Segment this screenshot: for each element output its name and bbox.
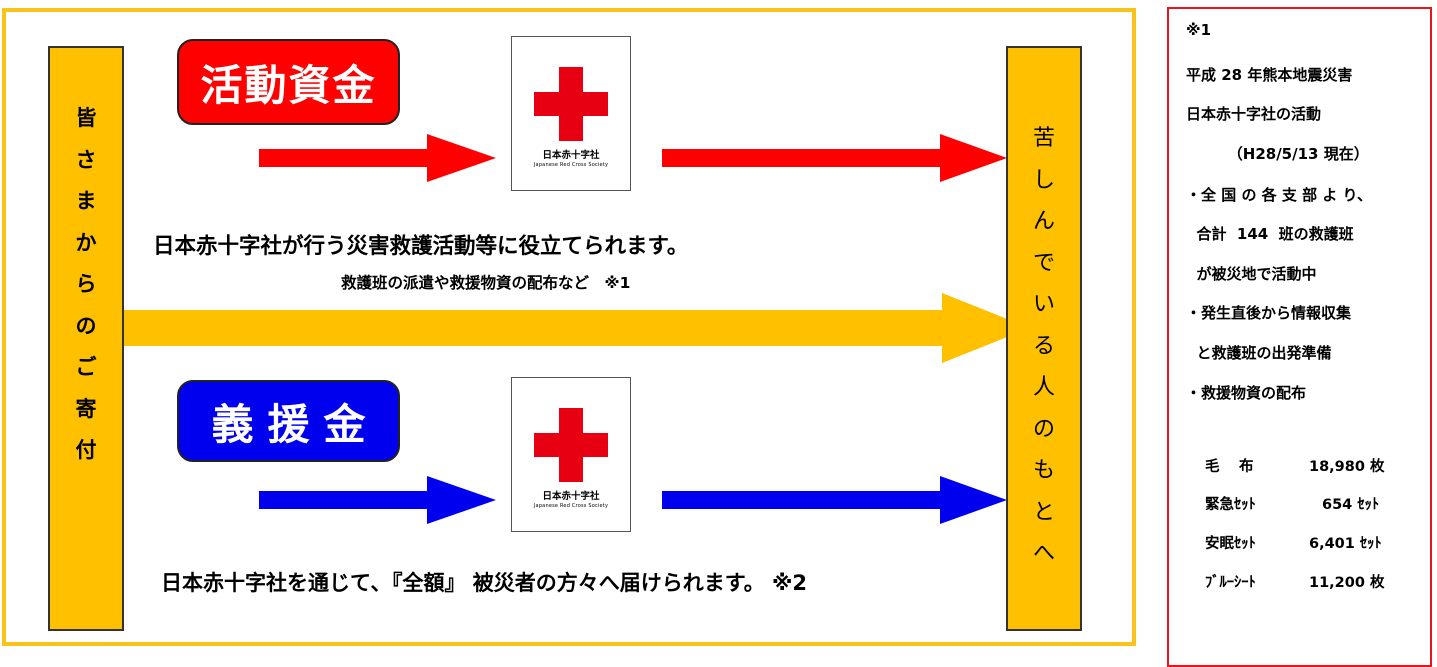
supply-item: 緊急ｾｯﾄ [1205, 497, 1256, 513]
activity-fund-label: 活動資金 [177, 39, 400, 125]
note-line: ・発生直後から情報収集 [1186, 304, 1352, 322]
victims-char: し [1032, 167, 1055, 193]
victims-char: 苦 [1032, 126, 1055, 151]
donors-char: ら [75, 272, 97, 296]
relief-fund-caption: 日本赤十字社を通じて､『全額』 被災者の方々へ届けられます。 ※2 [161, 571, 808, 595]
activity-fund-arrow-left [259, 134, 496, 182]
activity-note-box: ※1 平成 28 年熊本地震災害日本赤十字社の活動 （H28/5/13 現在） ・全… [1167, 7, 1432, 667]
red-cross-logo-bottom: 日本赤十字社 Japanese Red Cross Society [511, 377, 631, 532]
note-line: 合計 144 班の救護班 [1186, 225, 1354, 243]
supply-amount: 6,401 ｾｯﾄ [1309, 536, 1382, 552]
activity-fund-arrow-right [662, 134, 1007, 182]
activity-fund-caption: 日本赤十字社が行う災害救護活動等に役立てられます。 [153, 234, 689, 259]
relief-fund-arrow-left [259, 476, 496, 524]
victims-char: も [1032, 458, 1055, 483]
victims-char: で [1032, 250, 1055, 276]
red-cross-logo-top: 日本赤十字社 Japanese Red Cross Society [511, 36, 631, 191]
note-line: 日本赤十字社の活動 [1186, 105, 1322, 123]
note-line: ※1 [1186, 21, 1212, 39]
logo-jp-text: 日本赤十字社 [542, 150, 600, 161]
note-line: ・全 国 の 各 支 部 よ り、 [1186, 186, 1372, 204]
victims-char: 人 [1032, 375, 1055, 400]
note-line: （H28/5/13 現在） [1186, 145, 1369, 163]
supply-amount: 18,980 枚 [1309, 459, 1385, 475]
note-line: が被災地で活動中 [1186, 265, 1317, 283]
donors-char: 付 [75, 438, 97, 462]
supply-amount: 654 ｾｯﾄ [1322, 497, 1380, 513]
victims-char: る [1032, 333, 1055, 359]
donors-char: の [75, 313, 97, 338]
victims-char: へ [1032, 541, 1055, 566]
red-cross-icon-bar [534, 92, 608, 116]
victims-char: ん [1032, 209, 1055, 234]
activity-fund-subcaption: 救護班の派遣や救援物資の配布など ※1 [341, 274, 631, 292]
logo-jp-text: 日本赤十字社 [542, 491, 600, 502]
note-line: ・救援物資の配布 [1186, 384, 1307, 402]
supply-amount: 11,200 枚 [1309, 575, 1385, 591]
main-flow-arrow [118, 293, 1030, 363]
victims-char: い [1032, 292, 1055, 317]
donors-char: 皆 [75, 106, 97, 130]
victims-char: と [1032, 499, 1055, 525]
donors-box: 皆さまからのご寄付 [48, 46, 124, 631]
donors-char: 寄 [75, 396, 97, 421]
donors-char: ま [75, 189, 97, 213]
note-line: と救護班の出発準備 [1186, 344, 1332, 362]
supply-item: ﾌﾞﾙｰｼｰﾄ [1205, 575, 1256, 591]
donors-char: さ [75, 147, 97, 172]
note-line: 平成 28 年熊本地震災害 [1186, 66, 1353, 84]
supply-item: 安眠ｾｯﾄ [1205, 536, 1256, 552]
donors-char: か [75, 230, 97, 255]
red-cross-icon-bar [534, 433, 608, 457]
supply-item: 毛 布 [1205, 459, 1254, 475]
relief-fund-arrow-right [662, 476, 1007, 524]
flow-arrows [118, 134, 1030, 524]
donors-char: ご [75, 355, 97, 379]
logo-en-text: Japanese Red Cross Society [533, 162, 609, 168]
victims-box: 苦しんでいる人のもとへ [1006, 46, 1082, 631]
relief-fund-label: 義援金 [177, 380, 400, 462]
logo-en-text: Japanese Red Cross Society [533, 503, 609, 509]
victims-char: の [1032, 416, 1055, 442]
